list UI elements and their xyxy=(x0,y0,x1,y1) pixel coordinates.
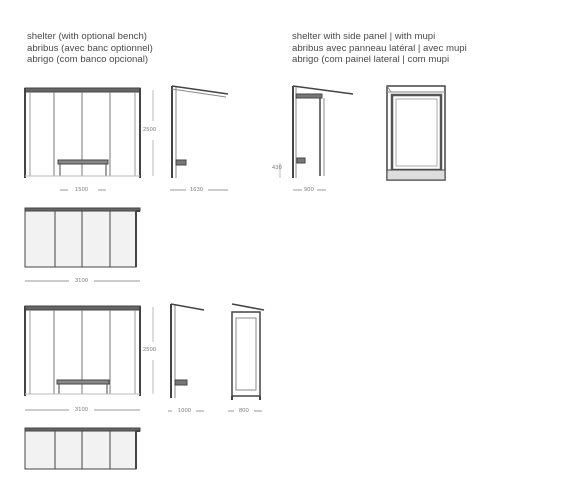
caption-shelter-side-panel: shelter with side panel | with mupi abri… xyxy=(292,31,467,66)
dim-bottom-panel-depth: 800 xyxy=(239,408,249,414)
caption-line-en: shelter with side panel | with mupi xyxy=(292,31,436,42)
dim-top-front-height: 2500 xyxy=(143,127,157,133)
dim-bottom-front-width: 3100 xyxy=(75,407,89,413)
plan-view-top xyxy=(24,207,141,282)
caption-line-en: shelter (with optional bench) xyxy=(27,31,147,42)
caption-shelter-bench: shelter (with optional bench) abribus (a… xyxy=(27,31,153,66)
side-section-top xyxy=(170,85,229,191)
caption-line-fr: abribus (avec banc optionnel) xyxy=(27,42,153,54)
front-elevation-with-bench xyxy=(24,87,154,191)
dim-plan-top-width: 3100 xyxy=(75,278,89,284)
front-elevation-wide xyxy=(24,305,154,411)
mupi-front xyxy=(386,85,446,181)
dim-top-panel-height: 430 xyxy=(272,165,282,171)
dim-bottom-side-depth: 1000 xyxy=(178,408,192,414)
dim-top-panel-depth: 900 xyxy=(304,187,314,193)
dim-top-side-depth: 1630 xyxy=(190,187,204,193)
side-panel-section xyxy=(279,85,354,191)
dim-bottom-front-height: 2500 xyxy=(143,347,157,353)
caption-line-fr: abribus avec panneau latéral | avec mupi xyxy=(292,42,467,54)
side-panel-section-bottom xyxy=(228,303,265,412)
side-section-bottom xyxy=(168,303,205,412)
dim-top-front-width: 1500 xyxy=(75,187,89,193)
plan-view-bottom xyxy=(24,427,141,470)
caption-line-pt: abrigo (com banco opcional) xyxy=(27,54,149,65)
caption-line-pt: abrigo (com painel lateral | com mupi xyxy=(292,54,450,65)
